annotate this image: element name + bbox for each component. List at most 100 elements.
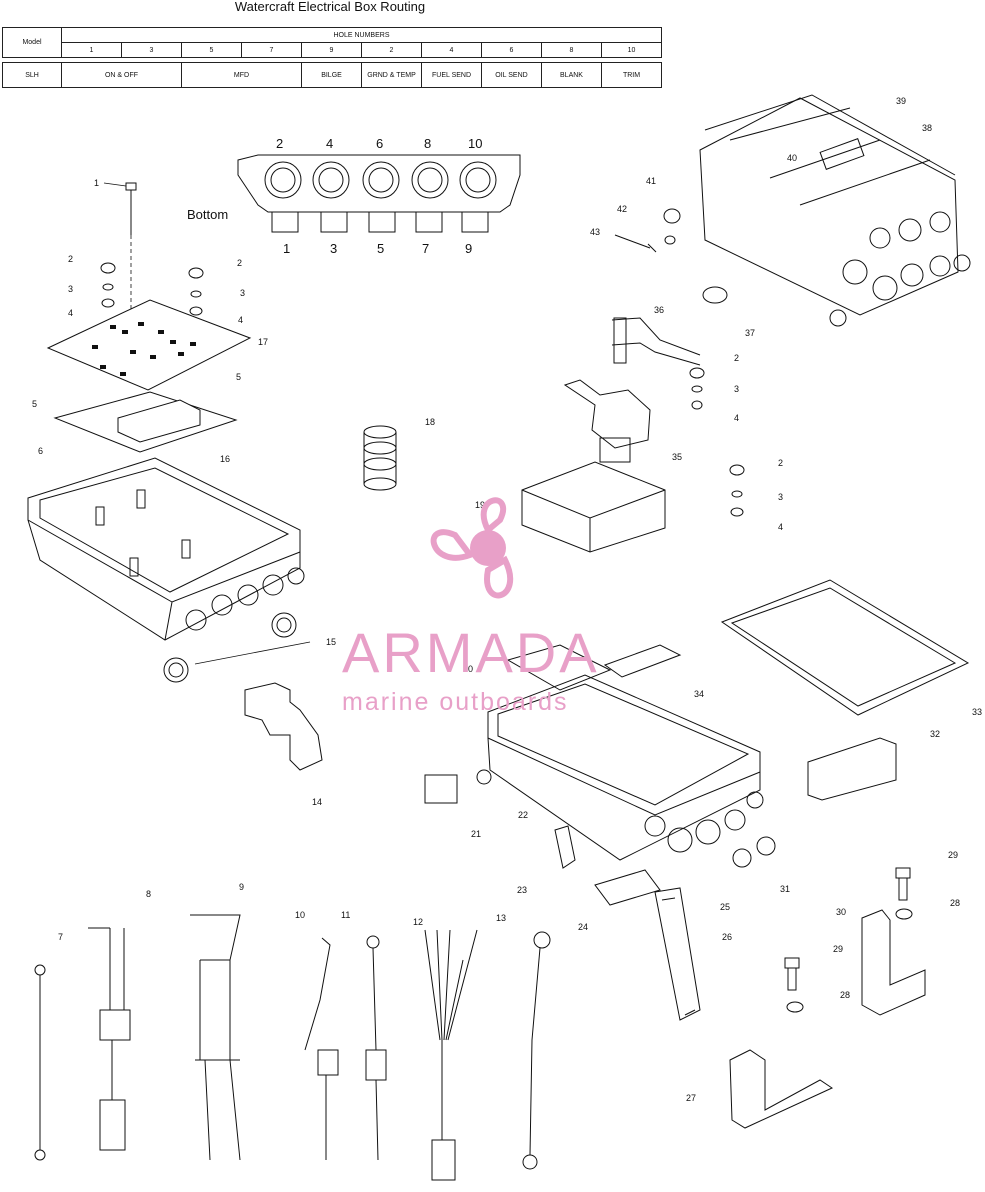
callout: 22: [518, 810, 528, 820]
callout: 32: [930, 729, 940, 739]
hole-label: 4: [326, 136, 333, 151]
hole-label: 8: [424, 136, 431, 151]
callout: 7: [58, 932, 63, 942]
callout: 29: [948, 850, 958, 860]
hole-label: 1: [283, 241, 290, 256]
callout: 23: [517, 885, 527, 895]
callout: 4: [778, 522, 783, 532]
callout: 1: [94, 178, 99, 188]
hole-label: 10: [468, 136, 482, 151]
callout: 2: [68, 254, 73, 264]
callout: 3: [68, 284, 73, 294]
callout: 3: [778, 492, 783, 502]
mounting-plate: [53, 391, 238, 453]
callout: 36: [654, 305, 664, 315]
hole-label: 7: [422, 241, 429, 256]
callout: 37: [745, 328, 755, 338]
hole-label: 9: [465, 241, 472, 256]
function-cell: BILGE: [301, 62, 362, 88]
function-cell: GRND & TEMP: [361, 62, 422, 88]
callout: 18: [425, 417, 435, 427]
callout: 4: [238, 315, 243, 325]
callout: 12: [413, 917, 423, 927]
gasket-seal: [720, 579, 970, 716]
callout: 43: [590, 227, 600, 237]
bus-bar: [506, 644, 682, 691]
callout: 2: [734, 353, 739, 363]
circuit-board: [46, 299, 252, 391]
wire-harness-set: [34, 914, 551, 1181]
callout: 9: [239, 882, 244, 892]
callout: 2: [237, 258, 242, 268]
function-cell: OIL SEND: [481, 62, 542, 88]
function-cell: FUEL SEND: [421, 62, 482, 88]
callout: 31: [780, 884, 790, 894]
callout: 34: [694, 689, 704, 699]
bracket-clip: [244, 682, 323, 771]
callout: 13: [496, 913, 506, 923]
callout: 24: [578, 922, 588, 932]
hole-label: 5: [377, 241, 384, 256]
control-module: [521, 461, 666, 553]
callout: 4: [734, 413, 739, 423]
callout: 5: [32, 399, 37, 409]
callout: 20: [463, 664, 473, 674]
function-cell: BLANK: [541, 62, 602, 88]
model-header: Model: [2, 27, 62, 58]
callout: 35: [672, 452, 682, 462]
callout: 40: [787, 153, 797, 163]
assembled-box: [699, 94, 971, 327]
callout: 3: [240, 288, 245, 298]
callout: 29: [833, 944, 843, 954]
callout: 33: [972, 707, 982, 717]
callout: 5: [236, 372, 241, 382]
callout: 16: [220, 454, 230, 464]
callout: 6: [38, 446, 43, 456]
callout: 41: [646, 176, 656, 186]
callout: 38: [922, 123, 932, 133]
callout: 28: [950, 898, 960, 908]
armada-logo: [430, 497, 514, 599]
relay-solenoid: [563, 317, 701, 463]
ferrite-coil: [363, 425, 397, 491]
callout: 21: [471, 829, 481, 839]
watermark-subtitle: marine outboards: [342, 688, 569, 716]
nut-washer-set: [689, 367, 745, 517]
function-cell: TRIM: [601, 62, 662, 88]
electrical-box-left: [27, 457, 305, 683]
callout: 19: [475, 500, 485, 510]
hole-routing-table: Model HOLE NUMBERS 1 3 5 7 9 2 4 6 8 10 …: [2, 27, 662, 88]
hole-number: 5: [181, 42, 242, 58]
callout: 39: [896, 96, 906, 106]
cover-clip: [554, 825, 661, 906]
hole-number: 9: [301, 42, 362, 58]
callout: 4: [68, 308, 73, 318]
callout: 11: [341, 910, 350, 920]
electrical-box-right: [487, 674, 776, 868]
hole-label: 2: [276, 136, 283, 151]
hole-number: 10: [601, 42, 662, 58]
callout: 42: [617, 204, 627, 214]
callout: 26: [722, 932, 732, 942]
model-value: SLH: [2, 62, 62, 88]
callout: 25: [720, 902, 730, 912]
callout: 2: [778, 458, 783, 468]
rectifier-module: [807, 737, 897, 801]
hole-number: 8: [541, 42, 602, 58]
function-cell: MFD: [181, 62, 302, 88]
bottom-connector-block: [237, 154, 521, 233]
watermark-brand: ARMADA: [342, 621, 600, 684]
callout: 10: [295, 910, 305, 920]
hole-label: 6: [376, 136, 383, 151]
hole-label: 3: [330, 241, 337, 256]
callout: 27: [686, 1093, 696, 1103]
switch-part: [424, 769, 492, 804]
retaining-strap: [654, 887, 701, 1021]
callout: 8: [146, 889, 151, 899]
callout: 15: [326, 637, 336, 647]
nut-washer-set: [100, 262, 204, 316]
callout: 14: [312, 797, 322, 807]
bolt-washer-set: [784, 867, 913, 1013]
callout: 30: [836, 907, 846, 917]
